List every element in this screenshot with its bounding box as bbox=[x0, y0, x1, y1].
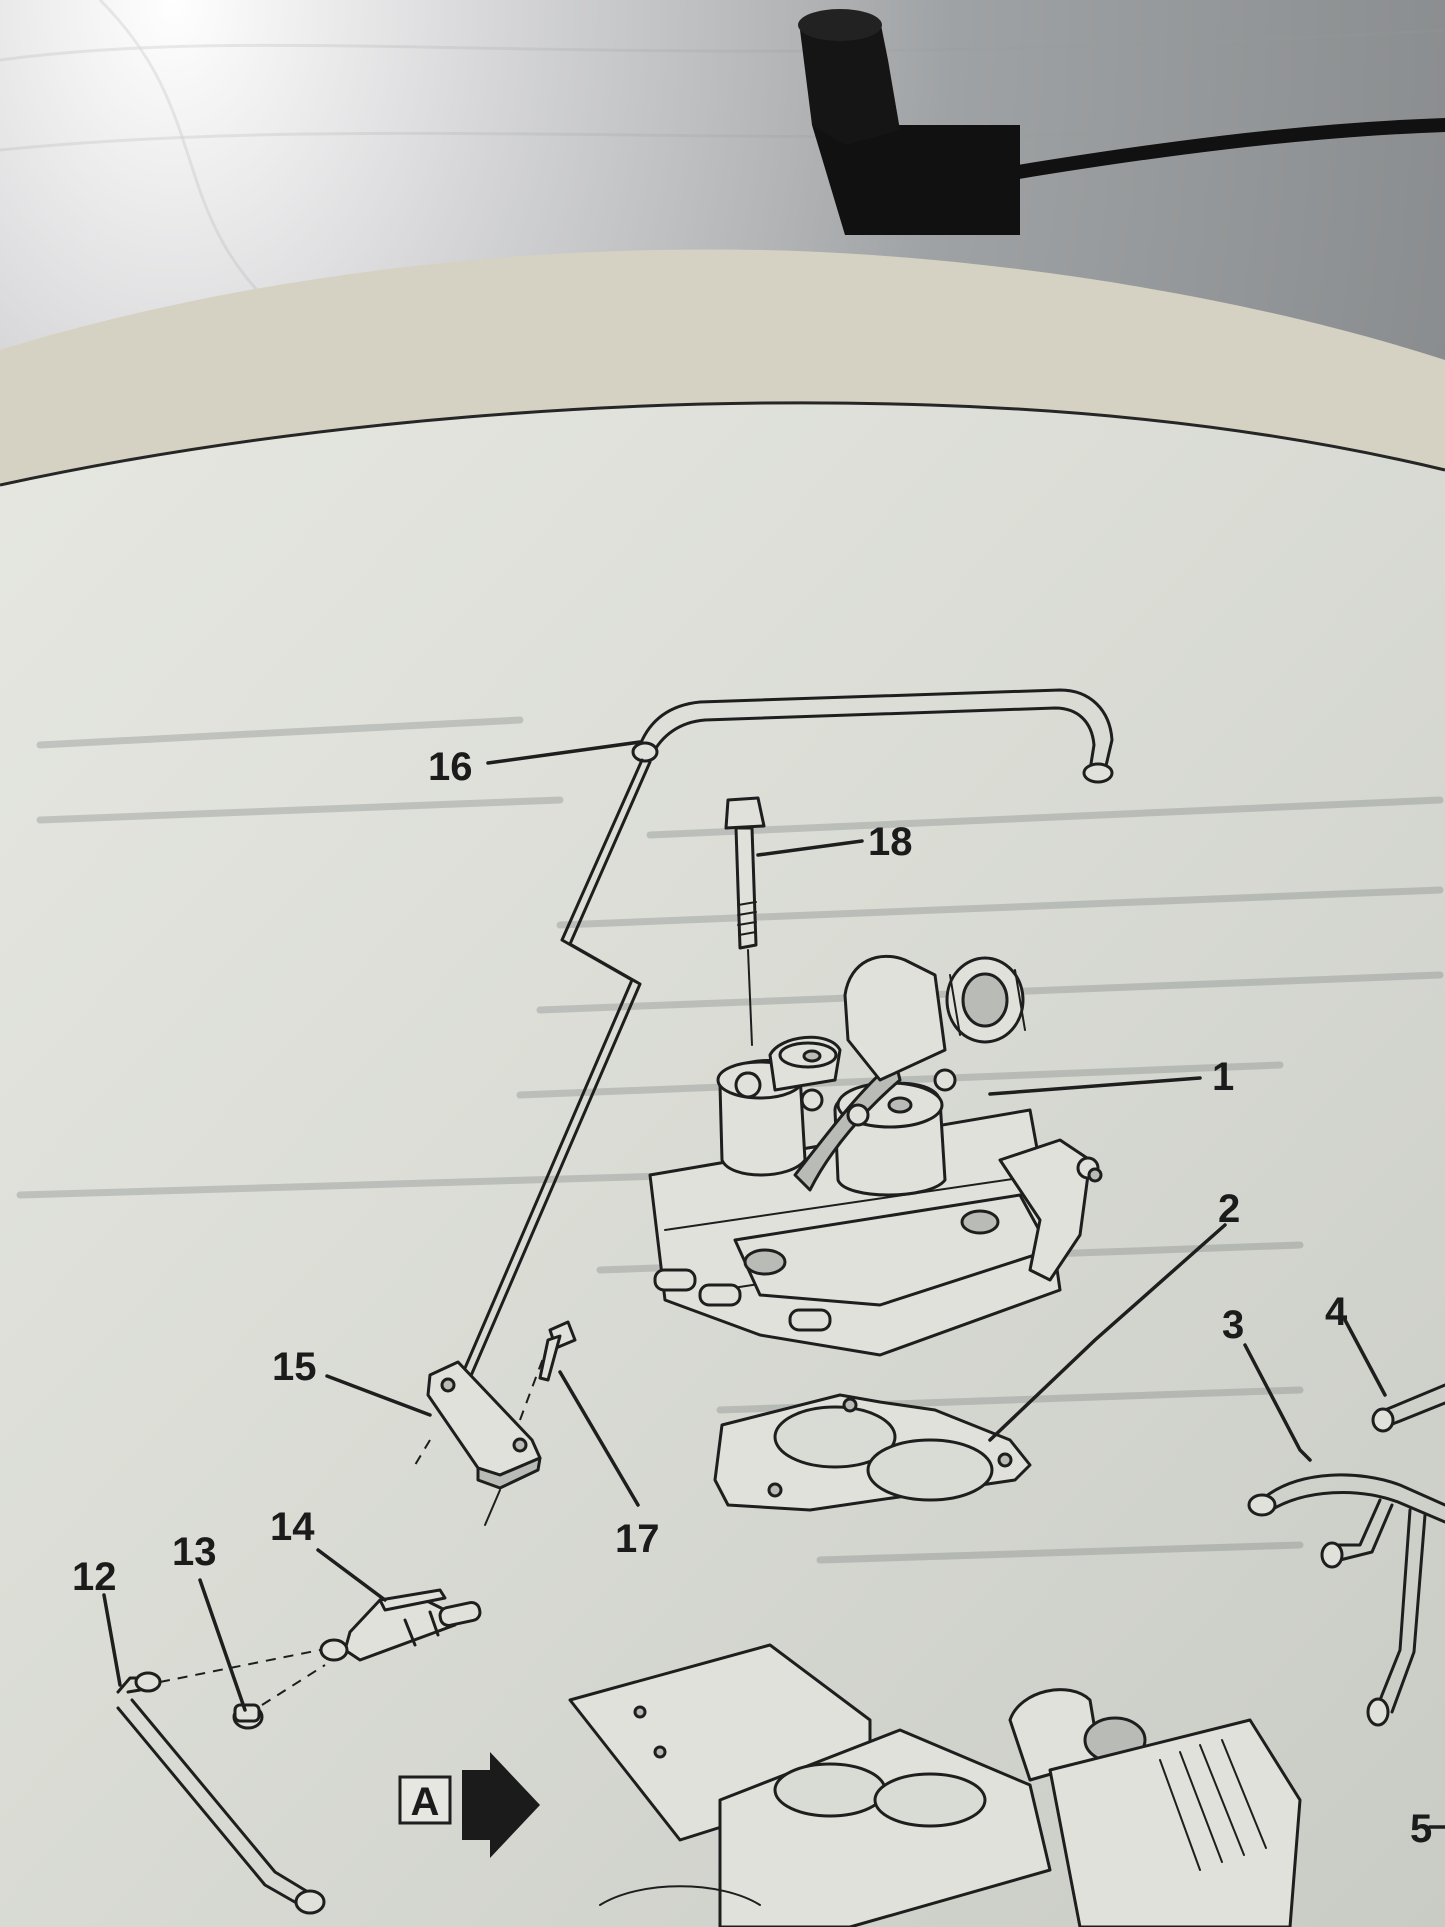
part-3-fuel-line bbox=[1247, 1473, 1445, 1727]
part-2-gasket bbox=[713, 1393, 1032, 1512]
intake-manifold bbox=[568, 1643, 1302, 1927]
cable-plug bbox=[798, 9, 1445, 235]
page-border-line bbox=[0, 401, 1445, 487]
part-14-solenoid bbox=[319, 1588, 482, 1662]
part-15-bracket bbox=[411, 1344, 549, 1526]
callout-12: 12 bbox=[72, 1555, 117, 1599]
surface-texture bbox=[0, 0, 1445, 332]
part-12-hose bbox=[116, 1649, 326, 1915]
callout-5: 5 bbox=[1410, 1807, 1432, 1851]
part-4-fuel-line bbox=[1371, 1383, 1445, 1433]
callout-4: 4 bbox=[1325, 1290, 1348, 1334]
callout-2: 2 bbox=[1218, 1187, 1240, 1231]
callout-3: 3 bbox=[1222, 1303, 1244, 1347]
view-marker-label: A bbox=[411, 1780, 440, 1824]
callout-17: 17 bbox=[615, 1517, 660, 1561]
part-18-bolt bbox=[724, 796, 766, 1046]
callout-15: 15 bbox=[272, 1345, 317, 1389]
part-17-screw bbox=[538, 1320, 577, 1382]
callout-13: 13 bbox=[172, 1530, 217, 1574]
callout-16: 16 bbox=[428, 745, 473, 789]
callout-18: 18 bbox=[868, 820, 913, 864]
callout-1: 1 bbox=[1212, 1055, 1234, 1099]
part-13-fitting bbox=[232, 1664, 326, 1730]
part-16-vacuum-tube bbox=[460, 688, 1114, 1380]
part-1-throttle-body bbox=[648, 954, 1103, 1357]
callout-labels: 1 2 3 4 5 12 13 14 15 16 17 18 bbox=[72, 745, 1432, 1851]
arrow-right-icon bbox=[462, 1752, 540, 1858]
view-marker-a: A bbox=[398, 1752, 540, 1858]
callout-14: 14 bbox=[270, 1505, 315, 1549]
leader-lines bbox=[102, 740, 1445, 1829]
